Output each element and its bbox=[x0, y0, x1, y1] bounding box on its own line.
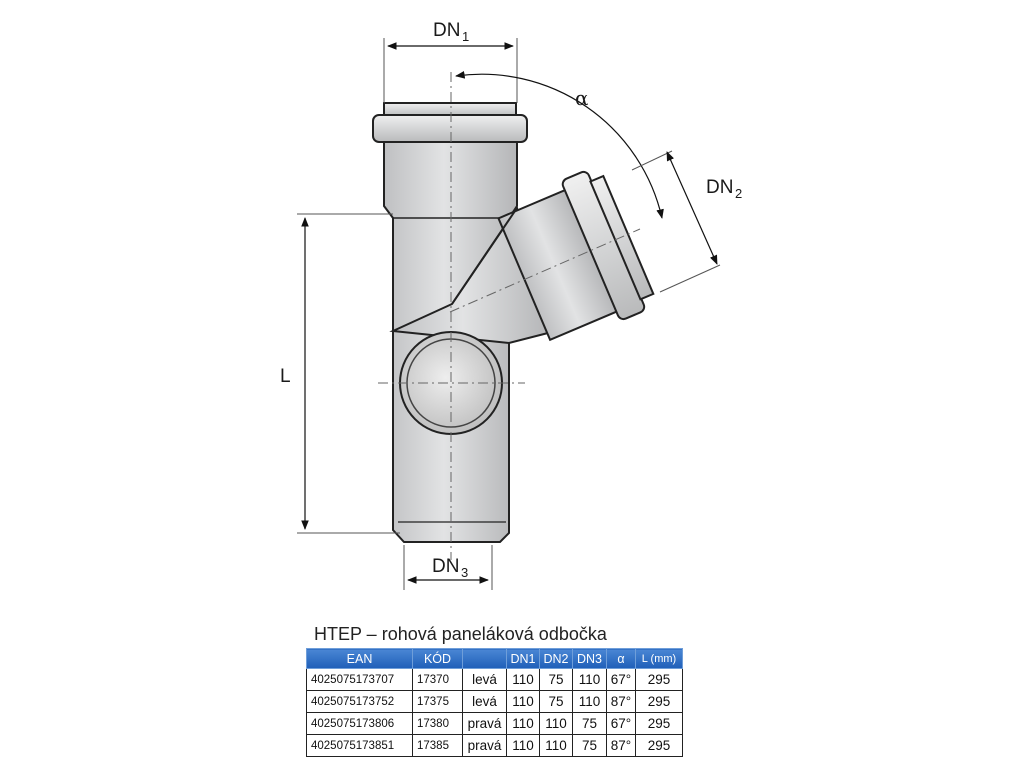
cell-dn1: 110 bbox=[506, 712, 540, 735]
cell-side: levá bbox=[462, 690, 507, 713]
cell-angle: 87° bbox=[606, 734, 636, 757]
pipe-branch-drawing: DN 1 α DN 2 L DN 3 bbox=[280, 20, 742, 590]
cell-length: 295 bbox=[635, 712, 683, 735]
header-angle: α bbox=[606, 648, 636, 669]
cell-kod: 17380 bbox=[412, 712, 463, 735]
cell-dn3: 110 bbox=[572, 690, 607, 713]
cell-kod: 17385 bbox=[412, 734, 463, 757]
cell-dn1: 110 bbox=[506, 690, 540, 713]
header-dn2: DN2 bbox=[539, 648, 573, 669]
cell-dn1: 110 bbox=[506, 734, 540, 757]
cell-side: levá bbox=[462, 668, 507, 691]
header-dn3: DN3 bbox=[572, 648, 607, 669]
dn3-subscript: 3 bbox=[461, 565, 468, 580]
cell-angle: 67° bbox=[606, 712, 636, 735]
cell-length: 295 bbox=[635, 668, 683, 691]
table-row: 4025075173806 17380 pravá 110 110 75 67°… bbox=[306, 712, 683, 735]
cell-ean: 4025075173707 bbox=[306, 668, 413, 691]
dim-angle: α bbox=[455, 71, 664, 219]
cell-side: pravá bbox=[462, 734, 507, 757]
cell-dn2: 75 bbox=[539, 668, 573, 691]
table-row: 4025075173707 17370 levá 110 75 110 67° … bbox=[306, 668, 683, 691]
cell-side: pravá bbox=[462, 712, 507, 735]
cell-length: 295 bbox=[635, 690, 683, 713]
dn2-label: DN bbox=[706, 177, 733, 198]
angle-label: α bbox=[575, 86, 589, 110]
cell-angle: 87° bbox=[606, 690, 636, 713]
header-side bbox=[462, 648, 507, 669]
cell-dn2: 110 bbox=[539, 734, 573, 757]
cell-ean: 4025075173752 bbox=[306, 690, 413, 713]
spec-table: EAN KÓD DN1 DN2 DN3 α L (mm) 40250751737… bbox=[306, 648, 683, 757]
header-dn1: DN1 bbox=[506, 648, 540, 669]
cell-length: 295 bbox=[635, 734, 683, 757]
center-lines bbox=[378, 72, 641, 560]
table-caption: HTEP – rohová paneláková odbočka bbox=[314, 624, 607, 644]
header-ean: EAN bbox=[306, 648, 413, 669]
cell-dn1: 110 bbox=[506, 668, 540, 691]
dn2-subscript: 2 bbox=[735, 186, 742, 201]
cell-dn3: 110 bbox=[572, 668, 607, 691]
dim-dn1: DN 1 bbox=[383, 20, 518, 103]
cell-kod: 17370 bbox=[412, 668, 463, 691]
dn1-label: DN bbox=[433, 20, 460, 41]
table-row: 4025075173752 17375 levá 110 75 110 87° … bbox=[306, 690, 683, 713]
cell-dn2: 110 bbox=[539, 712, 573, 735]
header-kod: KÓD bbox=[412, 648, 463, 669]
dim-dn3: DN 3 bbox=[403, 545, 493, 590]
table-row: 4025075173851 17385 pravá 110 110 75 87°… bbox=[306, 734, 683, 757]
cell-ean: 4025075173851 bbox=[306, 734, 413, 757]
dim-dn2: DN 2 bbox=[631, 150, 742, 293]
dn3-label: DN bbox=[432, 556, 459, 577]
dn1-subscript: 1 bbox=[462, 29, 469, 44]
cell-kod: 17375 bbox=[412, 690, 463, 713]
header-length: L (mm) bbox=[635, 648, 683, 669]
cell-dn2: 75 bbox=[539, 690, 573, 713]
table-header-row: EAN KÓD DN1 DN2 DN3 α L (mm) bbox=[306, 648, 683, 669]
cell-ean: 4025075173806 bbox=[306, 712, 413, 735]
cell-angle: 67° bbox=[606, 668, 636, 691]
dim-length: L bbox=[280, 213, 400, 534]
cell-dn3: 75 bbox=[572, 734, 607, 757]
cell-dn3: 75 bbox=[572, 712, 607, 735]
length-label: L bbox=[280, 366, 291, 387]
